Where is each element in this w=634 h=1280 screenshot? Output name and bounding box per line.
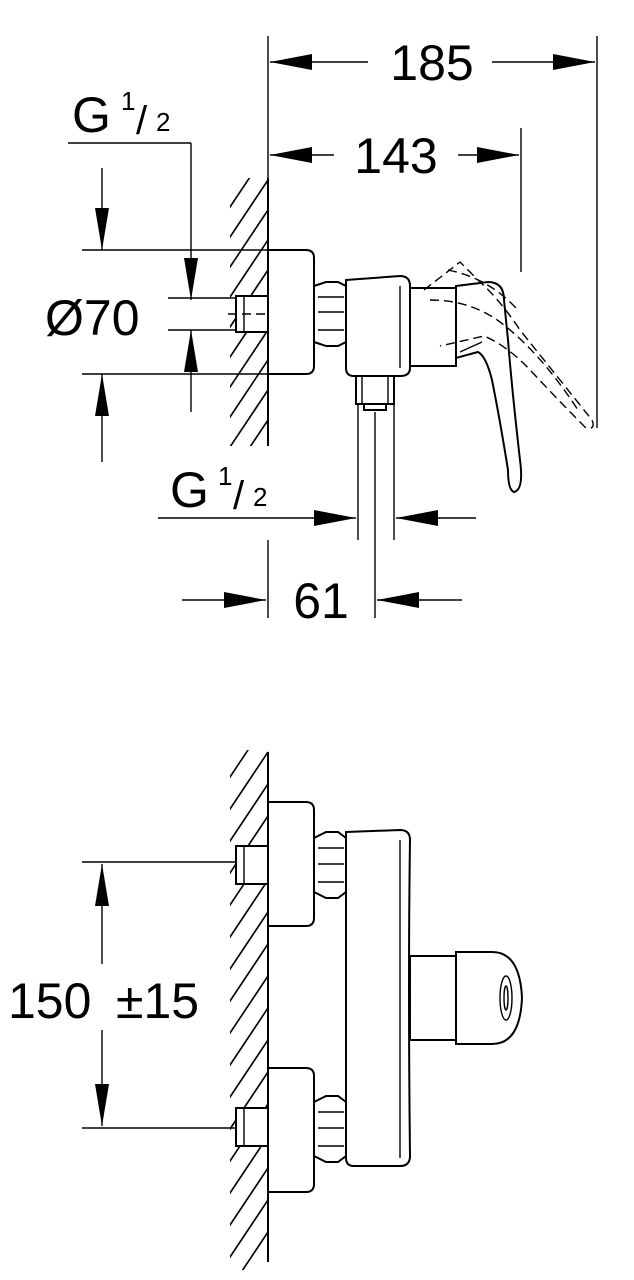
dim-center-distance-label: 150: [8, 973, 91, 1029]
top-side-view: 185 143 G 1 / 2: [45, 35, 598, 629]
outlet-thread-slash: /: [233, 474, 245, 518]
wall-bottom: [230, 750, 269, 1270]
dimension-61: 61: [182, 540, 462, 629]
upper-inlet-connector: [235, 845, 269, 885]
mixer-body: [345, 274, 411, 377]
outlet-thread-numerator: 1: [218, 461, 232, 491]
dimension-150: 150 ±15: [8, 861, 236, 1129]
upper-rosette: [267, 801, 315, 927]
outlet-thread-letter: G: [170, 462, 209, 518]
mixer-bar: [345, 828, 412, 1167]
outlet-thread-denominator: 2: [253, 482, 267, 512]
front-view: 150 ±15: [8, 750, 524, 1270]
dim-depth-label: 143: [354, 128, 437, 184]
rosette-diameter-dimension: Ø70: [45, 168, 270, 462]
lower-hex-nut: [313, 1095, 347, 1163]
rosette-diameter-label: Ø70: [45, 290, 140, 346]
upper-hex-nut: [313, 831, 347, 899]
mixer-front-body: [345, 828, 524, 1167]
lower-inlet-connector: [235, 1107, 269, 1147]
cartridge-housing: [409, 287, 457, 367]
mixer-side-view: [228, 249, 594, 494]
dimension-185: 185: [270, 35, 595, 91]
wall-rosette: [267, 249, 315, 375]
handle-knob: [455, 951, 524, 1045]
inlet-thread-denominator: 2: [156, 107, 170, 137]
inlet-thread-numerator: 1: [121, 86, 135, 116]
lower-rosette: [267, 1067, 315, 1193]
dimension-143: 143: [270, 128, 519, 184]
dim-outlet-offset-label: 61: [293, 573, 349, 629]
lower-connection: [235, 1067, 347, 1193]
inlet-thread-label: G 1 / 2: [68, 86, 198, 412]
lever-alternate-position: [423, 261, 594, 430]
upper-connection: [235, 801, 347, 927]
dim-tolerance-label: ±15: [116, 973, 199, 1029]
hex-nut: [313, 281, 347, 347]
cartridge-front: [409, 955, 457, 1041]
dim-overall-label: 185: [390, 35, 473, 91]
outlet-thread-dimension: G 1 / 2: [158, 404, 476, 618]
lever-handle: [455, 280, 523, 494]
wall-hatching-bottom: [230, 750, 268, 1270]
inlet-thread-slash: /: [136, 99, 148, 143]
inlet-thread-letter: G: [72, 87, 111, 143]
